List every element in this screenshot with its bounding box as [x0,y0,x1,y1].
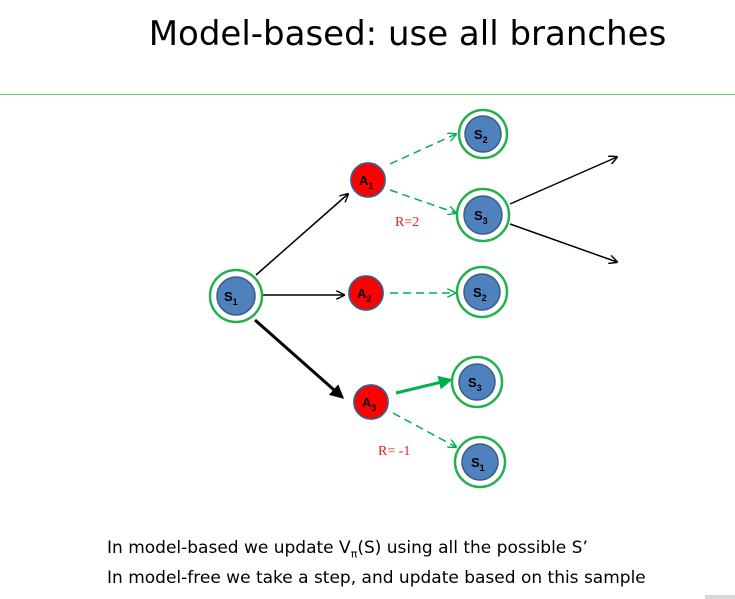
slide-corner-mark [705,595,735,599]
node-letter: A [362,395,372,410]
edge-a3-s1 [392,412,456,447]
svg-text:A1: A1 [359,173,373,191]
node-letter: S [468,375,477,390]
node-letter: S [224,289,233,304]
edge-s1-a3 [254,318,345,399]
node-subscript: 1 [480,463,485,473]
action-node-a1: A1 [350,162,386,198]
svg-text:S3: S3 [474,208,488,226]
state-node-s1-root: S1 [208,268,264,324]
node-letter: A [359,173,369,188]
svg-text:S1: S1 [471,455,485,473]
svg-text:A2: A2 [357,286,371,304]
title-divider [0,94,735,95]
svg-text:A3: A3 [362,395,376,413]
svg-text:S2: S2 [474,127,488,145]
node-subscript: 1 [233,297,238,307]
node-letter: S [474,127,483,142]
action-node-a3: A3 [353,384,389,420]
edge-s3-continue-up [509,157,617,205]
state-node-s3-top: S3 [455,187,511,243]
node-letter: S [474,208,483,223]
state-node-s3-bottom: S3 [450,355,504,409]
caption-line-model-based: In model-based we update Vπ(S) using all… [107,538,588,561]
reward-label-a3-s1: R= -1 [378,444,410,459]
node-letter: A [357,286,367,301]
slide-title: Model-based: use all branches [148,14,667,54]
node-letter: S [471,455,480,470]
node-subscript: 2 [482,293,487,303]
state-node-s1-bottom: S1 [453,435,507,489]
state-node-s2-mid: S2 [455,265,509,319]
svg-text:S1: S1 [224,289,238,307]
node-subscript: 1 [368,181,373,191]
edge-a1-s3 [389,189,456,213]
svg-text:S2: S2 [473,285,487,303]
action-node-a2: A2 [348,275,384,311]
svg-text:S3: S3 [468,375,482,393]
node-subscript: 3 [483,216,488,226]
edge-a3-s3 [395,375,453,395]
node-subscript: 2 [483,135,488,145]
edge-a1-s2 [389,134,456,165]
node-subscript: 3 [371,403,376,413]
reward-label-a1-s3: R=2 [395,215,419,230]
caption: In model-based we update Vπ(S) using all… [107,536,646,591]
edge-s3-continue-down [509,223,617,262]
edge-s1-a1 [255,194,348,276]
node-letter: S [473,285,482,300]
caption-line-model-free: In model-free we take a step, and update… [107,568,646,589]
node-subscript: 2 [366,294,371,304]
node-subscript: 3 [477,383,482,393]
state-node-s2-top: S2 [457,108,509,160]
